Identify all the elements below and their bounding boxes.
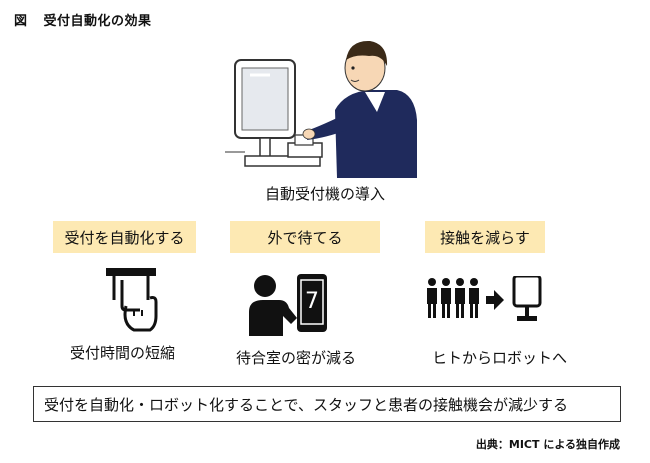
effect-caption-human-to-robot: ヒトからロボットへ (432, 349, 568, 367)
source-note: 出典：MICT による独自作成 (475, 438, 620, 451)
kiosk-caption: 自動受付機の導入 (264, 185, 385, 203)
kiosk-person-illustration (225, 40, 417, 178)
person-figure (302, 40, 417, 178)
arrow-right-icon (486, 290, 504, 310)
effect-tag-wait-outside: 外で待てる (230, 221, 380, 253)
effect-caption-shorter-time: 受付時間の短縮 (70, 344, 176, 362)
figure-label: 図 (14, 14, 28, 29)
person-phone-icon: 7 (249, 274, 327, 336)
summary-text: 受付を自動化・ロボット化することで、スタッフと患者の接触機会が減少する (44, 395, 568, 414)
effect-caption-less-crowding: 待合室の密が減る (236, 349, 357, 367)
figure-title: 図受付自動化の効果 (14, 10, 152, 29)
figure-title-text: 受付自動化の効果 (43, 14, 152, 29)
hand-card-reader-icon (106, 268, 158, 332)
effect-tag-automate: 受付を自動化する (53, 221, 196, 253)
kiosk-machine (225, 59, 323, 167)
phone-number-display: 7 (305, 289, 319, 314)
crowd-icon (427, 278, 479, 318)
kiosk-icon (512, 276, 542, 321)
crowd-to-kiosk-icon (427, 276, 542, 321)
summary-box: 受付を自動化・ロボット化することで、スタッフと患者の接触機会が減少する (33, 386, 621, 422)
effect-tag-reduce-contact: 接触を減らす (425, 221, 545, 253)
